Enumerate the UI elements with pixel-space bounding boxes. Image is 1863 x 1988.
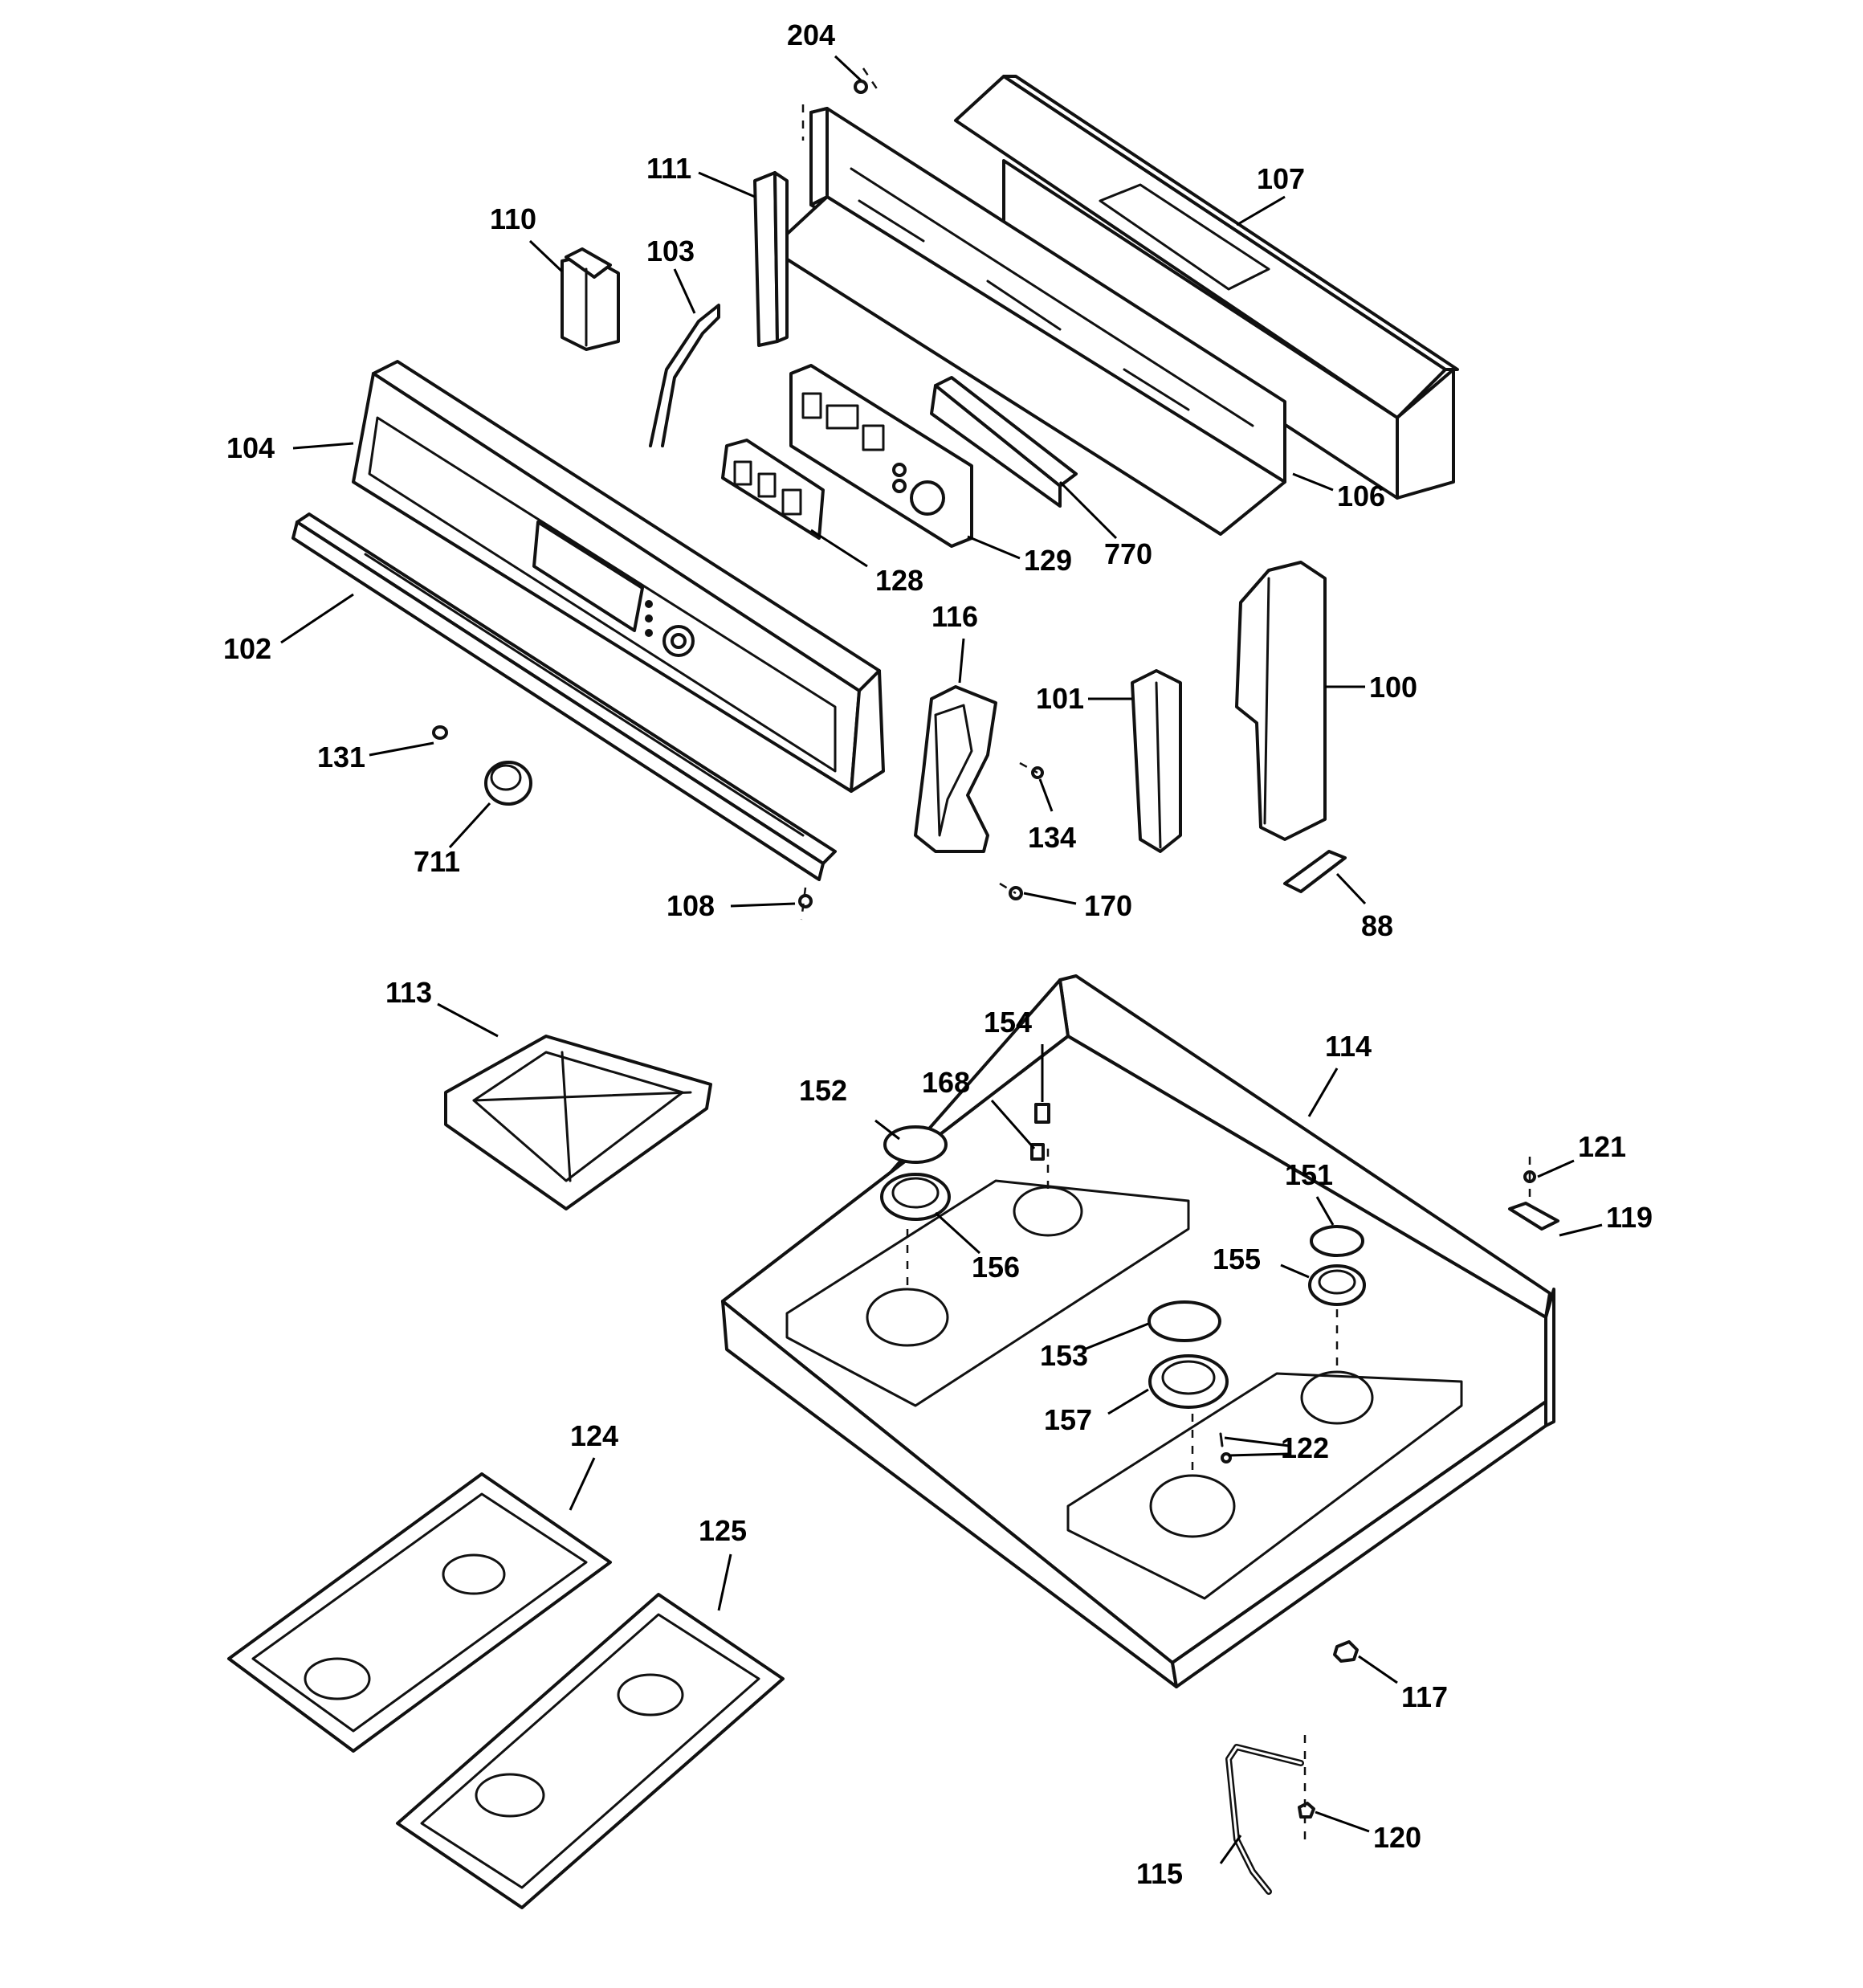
callout-88: 88 — [1361, 909, 1393, 942]
part-113-grate — [444, 1035, 712, 1210]
callout-labels: 204 111 107 110 103 104 106 128 129 770 … — [223, 18, 1653, 1890]
part-106-back-panel — [769, 104, 1286, 536]
callout-117: 117 — [1401, 1680, 1448, 1713]
part-157-burner-head — [1148, 1354, 1229, 1409]
callout-124: 124 — [570, 1419, 618, 1452]
callout-204: 204 — [787, 18, 835, 51]
part-119-bracket — [1508, 1202, 1559, 1231]
callout-103: 103 — [646, 235, 695, 267]
part-151-burner-cap — [1310, 1225, 1364, 1257]
leader-lines — [280, 55, 1603, 1864]
part-204-screw — [854, 67, 881, 94]
callout-153: 153 — [1040, 1339, 1088, 1372]
part-114-cooktop — [721, 974, 1555, 1688]
part-107-rear-cover — [954, 75, 1459, 500]
part-104-control-panel — [352, 360, 885, 793]
callout-121: 121 — [1578, 1130, 1626, 1163]
callout-131: 131 — [317, 741, 365, 774]
part-134-screw — [1019, 761, 1044, 779]
callout-152: 152 — [799, 1074, 847, 1107]
callout-108: 108 — [667, 889, 715, 922]
callout-100: 100 — [1369, 671, 1417, 704]
part-100-side-panel — [1235, 561, 1327, 841]
part-154-orifice — [1034, 1103, 1050, 1124]
callout-155: 155 — [1213, 1243, 1261, 1276]
part-128-overlay — [721, 439, 825, 540]
callout-156: 156 — [972, 1251, 1020, 1284]
part-129-control-board — [789, 364, 973, 548]
callout-125: 125 — [699, 1514, 747, 1547]
callout-170: 170 — [1084, 889, 1132, 922]
part-711-knob — [484, 761, 532, 806]
callout-110: 110 — [490, 202, 536, 235]
part-115-tube — [1225, 1744, 1304, 1895]
callout-119: 119 — [1606, 1201, 1653, 1234]
part-125-drip-pan — [396, 1593, 785, 1909]
callout-157: 157 — [1044, 1403, 1092, 1436]
part-131-insert — [432, 725, 448, 740]
part-156-burner-head — [880, 1173, 951, 1221]
callout-115: 115 — [1136, 1857, 1183, 1890]
part-103-support-rod — [649, 304, 720, 447]
callout-168: 168 — [922, 1066, 970, 1099]
callout-101: 101 — [1036, 682, 1084, 715]
callout-122: 122 — [1281, 1431, 1329, 1464]
part-116-end-cap — [914, 685, 997, 853]
part-102-trim-strip — [291, 512, 837, 881]
callout-120: 120 — [1373, 1821, 1421, 1854]
part-155-burner-head — [1308, 1264, 1366, 1306]
callout-106: 106 — [1337, 480, 1385, 512]
part-101-bracket — [1131, 669, 1182, 853]
part-170-screw — [999, 882, 1023, 900]
callout-114: 114 — [1325, 1030, 1372, 1063]
callout-154: 154 — [984, 1006, 1032, 1039]
callout-711: 711 — [414, 845, 460, 878]
callout-151: 151 — [1285, 1158, 1333, 1191]
callout-129: 129 — [1024, 544, 1072, 577]
part-88-clip — [1283, 850, 1347, 893]
part-122-screws — [1219, 1432, 1232, 1463]
part-108-screw — [798, 887, 813, 921]
part-120-nut — [1298, 1735, 1315, 1847]
part-110-ignition-module — [561, 247, 620, 351]
callout-111: 111 — [646, 152, 691, 185]
callout-128: 128 — [875, 564, 923, 597]
callout-104: 104 — [226, 431, 275, 464]
part-117-nut — [1333, 1640, 1359, 1663]
callout-102: 102 — [223, 632, 271, 665]
callout-113: 113 — [385, 976, 432, 1009]
part-124-drip-pan — [227, 1472, 612, 1753]
part-153-burner-cap — [1148, 1300, 1221, 1342]
callout-107: 107 — [1257, 162, 1305, 195]
callout-116: 116 — [932, 600, 978, 633]
part-111-bracket — [753, 171, 789, 347]
part-152-burner-cap — [883, 1125, 948, 1164]
callout-770: 770 — [1104, 537, 1152, 570]
callout-134: 134 — [1028, 821, 1076, 854]
part-770-wire-harness — [930, 376, 1078, 508]
